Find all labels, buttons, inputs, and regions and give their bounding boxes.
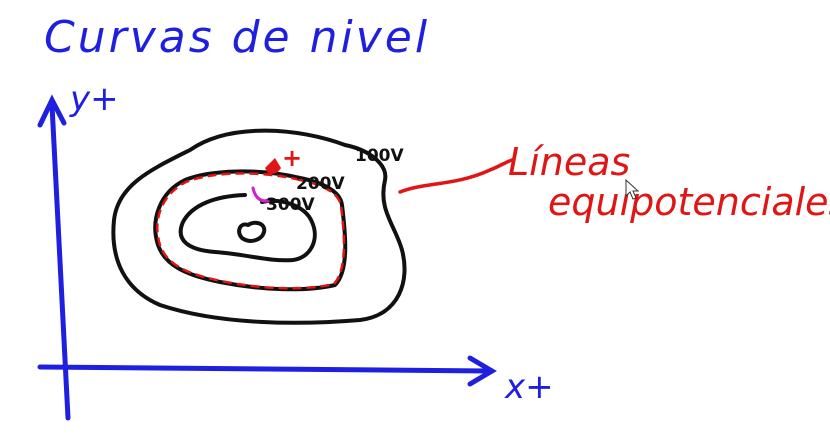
annotation-pointer: [398, 158, 514, 194]
y-axis-arrowhead: [37, 94, 67, 128]
magenta-mark: [251, 186, 270, 203]
charge-sign: +: [282, 144, 302, 172]
x-axis-label: x+: [504, 367, 554, 407]
contour-center: [237, 220, 267, 243]
annotation-line-2: equipotenciales: [548, 180, 830, 224]
contour-100v: [111, 128, 407, 325]
x-axis: [37, 364, 491, 374]
equipotential-highlight: [156, 172, 346, 290]
label-200v: 200V: [296, 174, 345, 194]
mouse-cursor-icon: [625, 178, 640, 200]
annotation-line-1: Líneas: [508, 140, 630, 184]
diagram-title: Curvas de nivel: [44, 12, 430, 63]
y-axis-label: y+: [69, 79, 119, 119]
charge-dot: [265, 158, 281, 174]
y-axis: [49, 102, 71, 421]
label-100v: 100V: [355, 146, 404, 166]
contour-300v: [178, 193, 317, 263]
label-300v: 300V: [266, 195, 315, 215]
axes: [37, 94, 497, 421]
x-axis-arrowhead: [467, 355, 497, 387]
